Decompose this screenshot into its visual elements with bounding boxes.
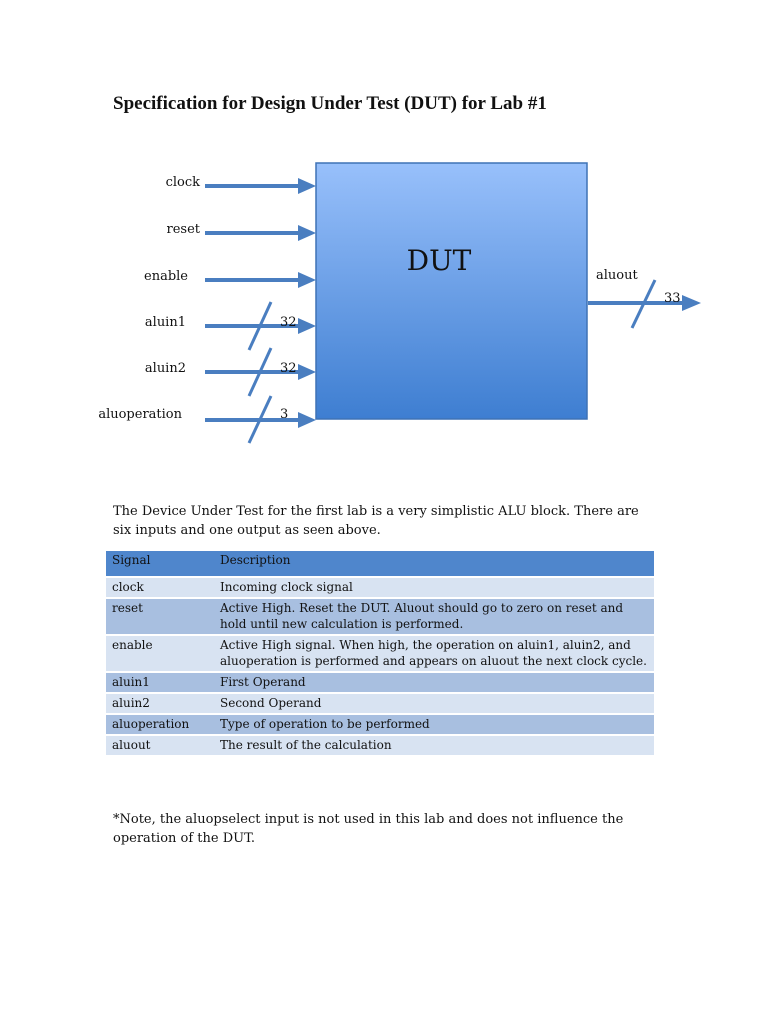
signal-cell: aluoperation — [106, 714, 214, 736]
bus-slash — [247, 395, 273, 444]
signal-cell: aluin1 — [106, 672, 214, 694]
table-row: aluoperation Type of operation to be per… — [106, 714, 654, 736]
description-cell: Second Operand — [214, 693, 654, 715]
input-label: aluoperation — [98, 407, 182, 422]
input-signal-aluin2: aluin2 32 — [145, 347, 316, 397]
signal-cell: enable — [106, 635, 214, 673]
bus-width-label: 32 — [280, 361, 297, 376]
dut-label: DUT — [407, 244, 472, 277]
bus-slash — [247, 347, 273, 397]
column-header-signal: Signal — [106, 551, 214, 578]
input-signal-clock: clock — [166, 175, 316, 194]
signal-cell: clock — [106, 577, 214, 599]
table-row: clock Incoming clock signal — [106, 577, 654, 599]
description-paragraph: The Device Under Test for the first lab … — [113, 504, 639, 538]
description-cell: Type of operation to be performed — [214, 714, 654, 736]
description-cell: Active High. Reset the DUT. Aluout shoul… — [214, 598, 654, 636]
note-paragraph: *Note, the aluopselect input is not used… — [113, 812, 624, 846]
bus-slash — [630, 279, 657, 329]
table-row: aluin1 First Operand — [106, 672, 654, 694]
table-row: enable Active High signal. When high, th… — [106, 635, 654, 673]
dut-block — [315, 162, 588, 420]
bus-width-label: 33 — [664, 291, 681, 306]
input-label: reset — [167, 222, 201, 237]
description-cell: The result of the calculation — [214, 735, 654, 757]
input-label: aluin2 — [145, 361, 186, 376]
bus-width-label: 32 — [280, 315, 297, 330]
bus-width-label: 3 — [280, 407, 288, 422]
table-row: aluin2 Second Operand — [106, 693, 654, 715]
dut-block-diagram: DUT clock reset enable aluin1 32 — [98, 162, 701, 444]
output-signal-aluout: aluout 33 — [588, 268, 701, 329]
input-signal-aluoperation: aluoperation 3 — [98, 395, 316, 444]
input-signal-aluin1: aluin1 32 — [145, 301, 316, 351]
input-label: aluin1 — [145, 315, 186, 330]
input-signal-enable: enable — [144, 269, 316, 288]
description-cell: Incoming clock signal — [214, 577, 654, 599]
bus-slash — [247, 301, 273, 351]
column-header-description: Description — [214, 551, 654, 578]
signal-cell: reset — [106, 598, 214, 636]
signal-cell: aluin2 — [106, 693, 214, 715]
table-row: reset Active High. Reset the DUT. Aluout… — [106, 598, 654, 636]
signal-cell: aluout — [106, 735, 214, 757]
description-cell: Active High signal. When high, the opera… — [214, 635, 654, 673]
table-header-row: Signal Description — [106, 551, 654, 578]
input-label: enable — [144, 269, 188, 284]
input-label: clock — [166, 175, 201, 190]
input-signal-reset: reset — [167, 222, 316, 241]
description-cell: First Operand — [214, 672, 654, 694]
output-label: aluout — [596, 268, 638, 283]
document-title: Specification for Design Under Test (DUT… — [113, 93, 547, 114]
signal-table: Signal Description clock Incoming clock … — [106, 551, 654, 757]
table-row: aluout The result of the calculation — [106, 735, 654, 757]
